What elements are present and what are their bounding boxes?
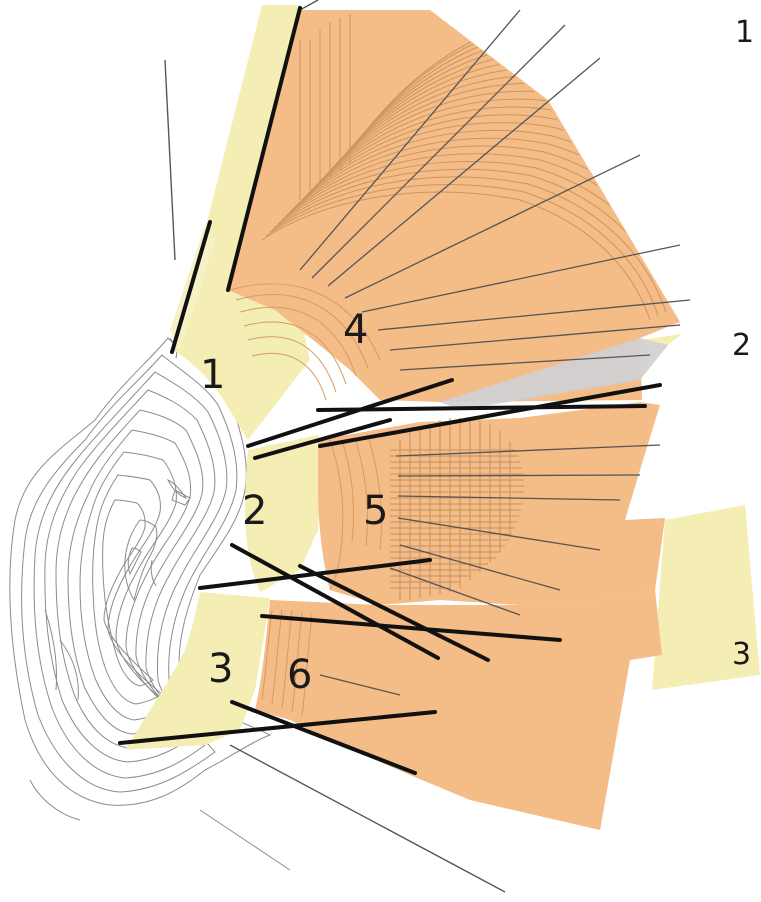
yellow-zone-1 [172, 5, 310, 440]
gray-strip [440, 338, 668, 410]
orange-zone-4 [228, 10, 680, 402]
orange-zone-6 [255, 590, 662, 830]
zone-label-6: 6 [287, 652, 313, 698]
yellow-zone-3 [125, 592, 270, 750]
section-lines [118, 6, 662, 775]
zone-5-hatching [390, 418, 525, 600]
zone-label-4: 4 [343, 307, 369, 353]
orange-contours [229, 283, 382, 717]
zone-label-2: 2 [242, 488, 268, 534]
zone-label-1: 1 [200, 352, 226, 398]
yellow-strip-right-3 [652, 505, 760, 690]
yellow-zone-2 [245, 435, 320, 592]
site-boundary-lines [164, 0, 506, 893]
edge-marker-1: 1 [735, 15, 754, 50]
zone-label-3: 3 [208, 646, 234, 692]
thin-radial-lines [299, 9, 691, 696]
zone-label-5: 5 [363, 488, 389, 534]
orange-zones [228, 10, 680, 830]
edge-marker-2: 2 [732, 328, 751, 363]
edge-marker-3: 3 [732, 637, 751, 672]
